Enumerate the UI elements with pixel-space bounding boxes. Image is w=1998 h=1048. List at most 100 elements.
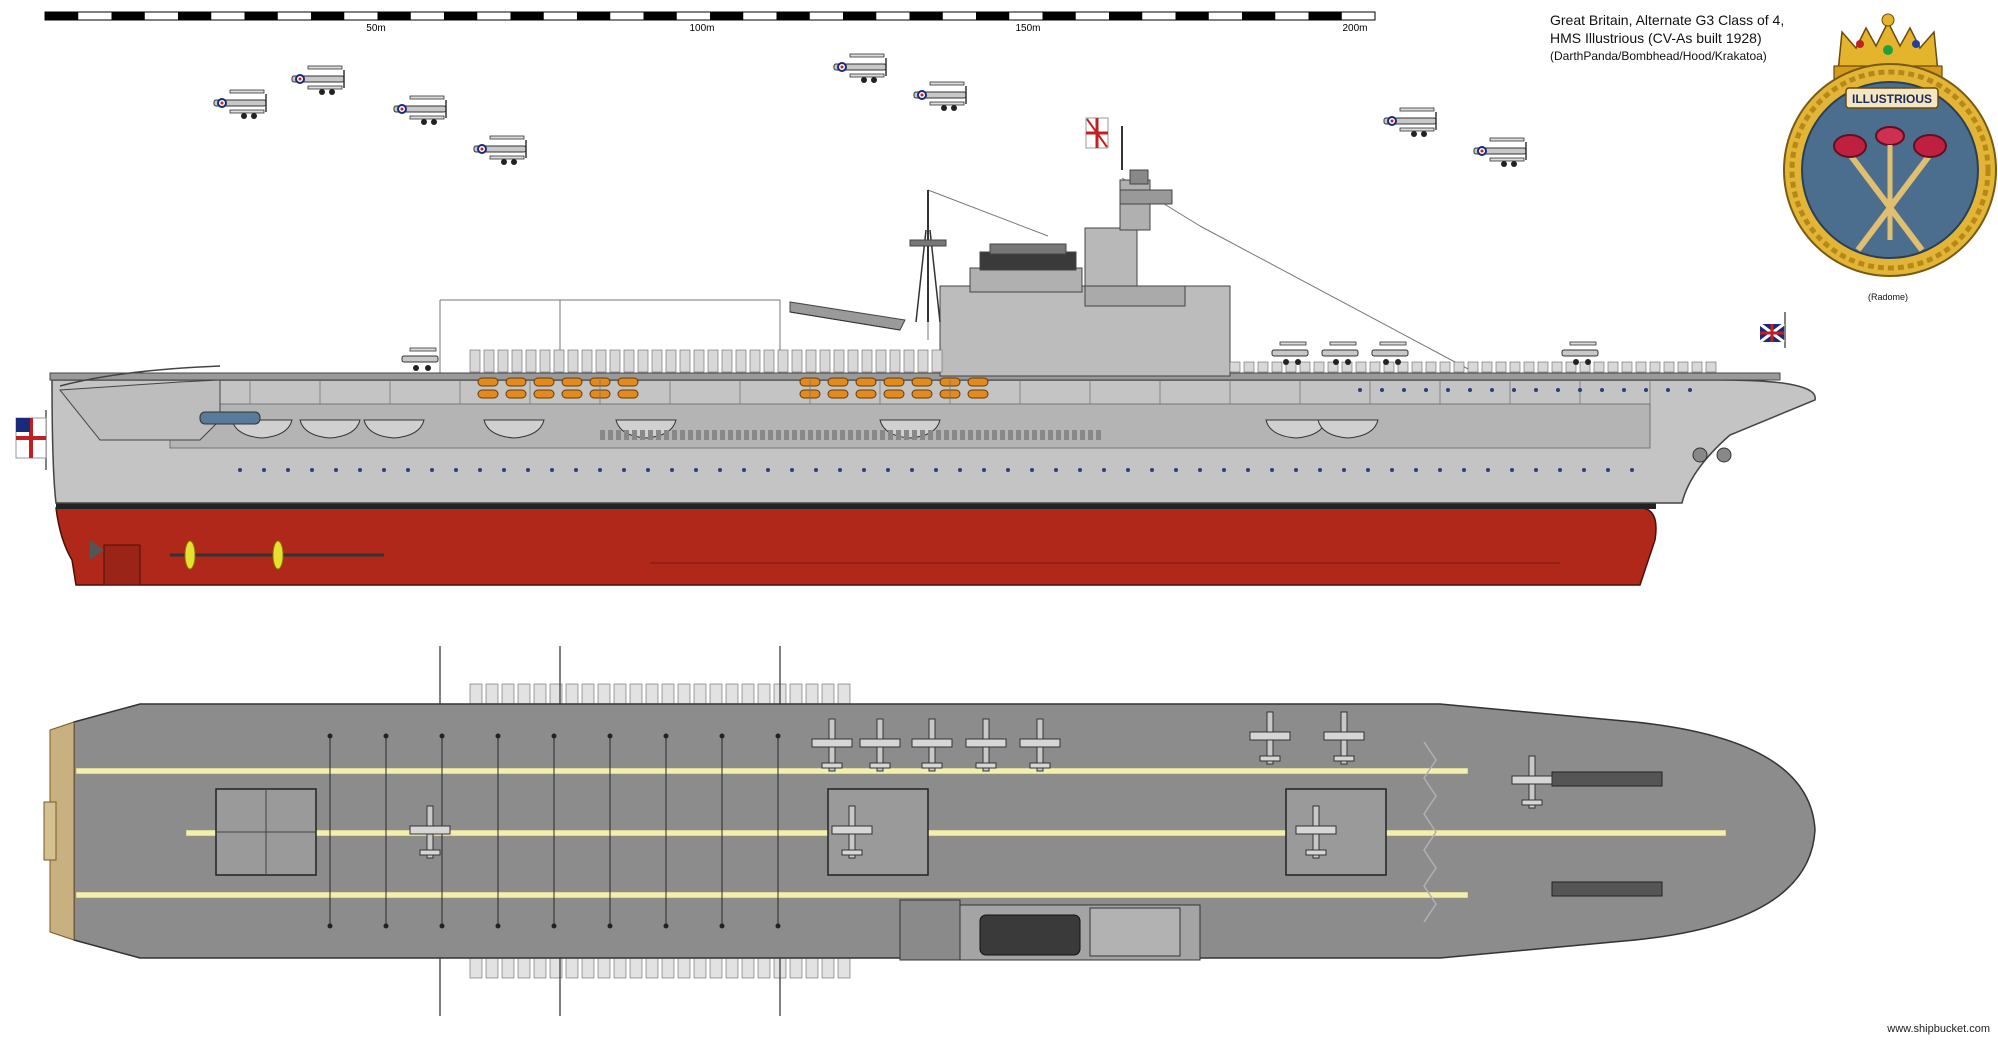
porthole-icon [766,468,770,472]
aircraft-top-icon [1295,805,1337,859]
porthole-icon [1468,388,1472,392]
porthole-icon [502,468,506,472]
scale-bar: 50m 100m 150m 200m [44,11,1376,34]
caption-line-2: HMS Illustrious (CV-As built 1928) [1550,30,1762,46]
porthole-icon [1512,388,1516,392]
porthole-icon [790,468,794,472]
biplane-icon [833,53,887,83]
porthole-icon [1490,388,1494,392]
porthole-icon [238,468,242,472]
porthole-icon [1414,468,1418,472]
life-float-icon [967,377,989,387]
porthole-icon [310,468,314,472]
life-float-icon [533,389,555,399]
porthole-icon [1666,388,1670,392]
porthole-icon [358,468,362,472]
porthole-icon [982,468,986,472]
porthole-icon [478,468,482,472]
ship-side-profile [15,117,1816,586]
scale-tick-200m: 200m [1342,23,1367,34]
parked-aircraft-side [401,341,1599,371]
ship-crest: ILLUSTRIOUS (Radome) [1783,13,1997,302]
scale-segment [311,12,345,20]
scale-segment [111,12,145,20]
porthole-icon [1534,468,1538,472]
aircraft-formation [213,53,1527,167]
boot-topping [56,503,1656,509]
aircraft-top-icon [409,805,451,859]
porthole-icon [1510,468,1514,472]
lifeboat-icon [299,419,361,439]
life-float-icon [855,377,877,387]
crest-name-scroll: ILLUSTRIOUS [1845,87,1939,109]
biplane-icon [291,65,345,95]
aircraft-top-icon [1019,718,1061,772]
porthole-icon [718,468,722,472]
porthole-icon [934,468,938,472]
porthole-icon [1222,468,1226,472]
porthole-icon [862,468,866,472]
porthole-icon [1054,468,1058,472]
porthole-icon [1558,468,1562,472]
porthole-icon [1644,388,1648,392]
crest-ship-name: ILLUSTRIOUS [1852,92,1932,106]
ensign-flag-icon [15,410,47,470]
porthole-icon [1294,468,1298,472]
porthole-icon [1174,468,1178,472]
scale-segment [843,12,877,20]
parked-biplane-icon [1561,341,1599,365]
bow-catapult [1551,771,1663,897]
aircraft-top-icon [911,718,953,772]
portholes [238,388,1692,472]
life-float-icon [911,389,933,399]
scale-tick-150m: 150m [1015,23,1040,34]
scale-segment [577,12,611,20]
porthole-icon [1402,388,1406,392]
parked-aircraft-top [409,711,1553,859]
porthole-icon [958,468,962,472]
island-top-view [899,899,1201,961]
parked-biplane-icon [1271,341,1309,365]
porthole-icon [262,468,266,472]
porthole-icon [574,468,578,472]
life-float-icon [477,389,499,399]
anchor-icon [1692,447,1732,463]
porthole-icon [526,468,530,472]
aircraft-lift-aft [215,788,317,876]
masthead-flag-icon [1085,117,1109,149]
scale-segment [776,12,810,20]
porthole-icon [1606,468,1610,472]
crest-label: (Radome) [1868,292,1908,302]
porthole-icon [1630,468,1634,472]
life-float-icon [533,377,555,387]
porthole-icon [430,468,434,472]
life-float-icon [477,377,499,387]
aircraft-top-icon [859,718,901,772]
scale-segment [976,12,1010,20]
parked-biplane-icon [1371,341,1409,365]
porthole-icon [1358,388,1362,392]
porthole-icon [598,468,602,472]
scale-segment [510,12,544,20]
biplane-icon [913,81,967,111]
deck-line-starboard [75,891,1469,899]
life-float-icon [827,389,849,399]
biplane-icon [393,95,447,125]
hull-red [55,507,1657,586]
life-float-icon [855,389,877,399]
life-float-icon [617,377,639,387]
gallery-sponsons [179,380,1651,440]
porthole-icon [1270,468,1274,472]
gallery-walkways [439,646,851,1016]
porthole-icon [814,468,818,472]
porthole-icon [1006,468,1010,472]
biplane-icon [473,135,527,165]
carley-floats [477,377,989,399]
porthole-icon [910,468,914,472]
aircraft-top-icon [831,805,873,859]
propeller-icon [90,540,384,586]
footer-site: www.shipbucket.com [1886,1023,1990,1035]
scale-segment [1042,12,1076,20]
scale-segment [1308,12,1342,20]
